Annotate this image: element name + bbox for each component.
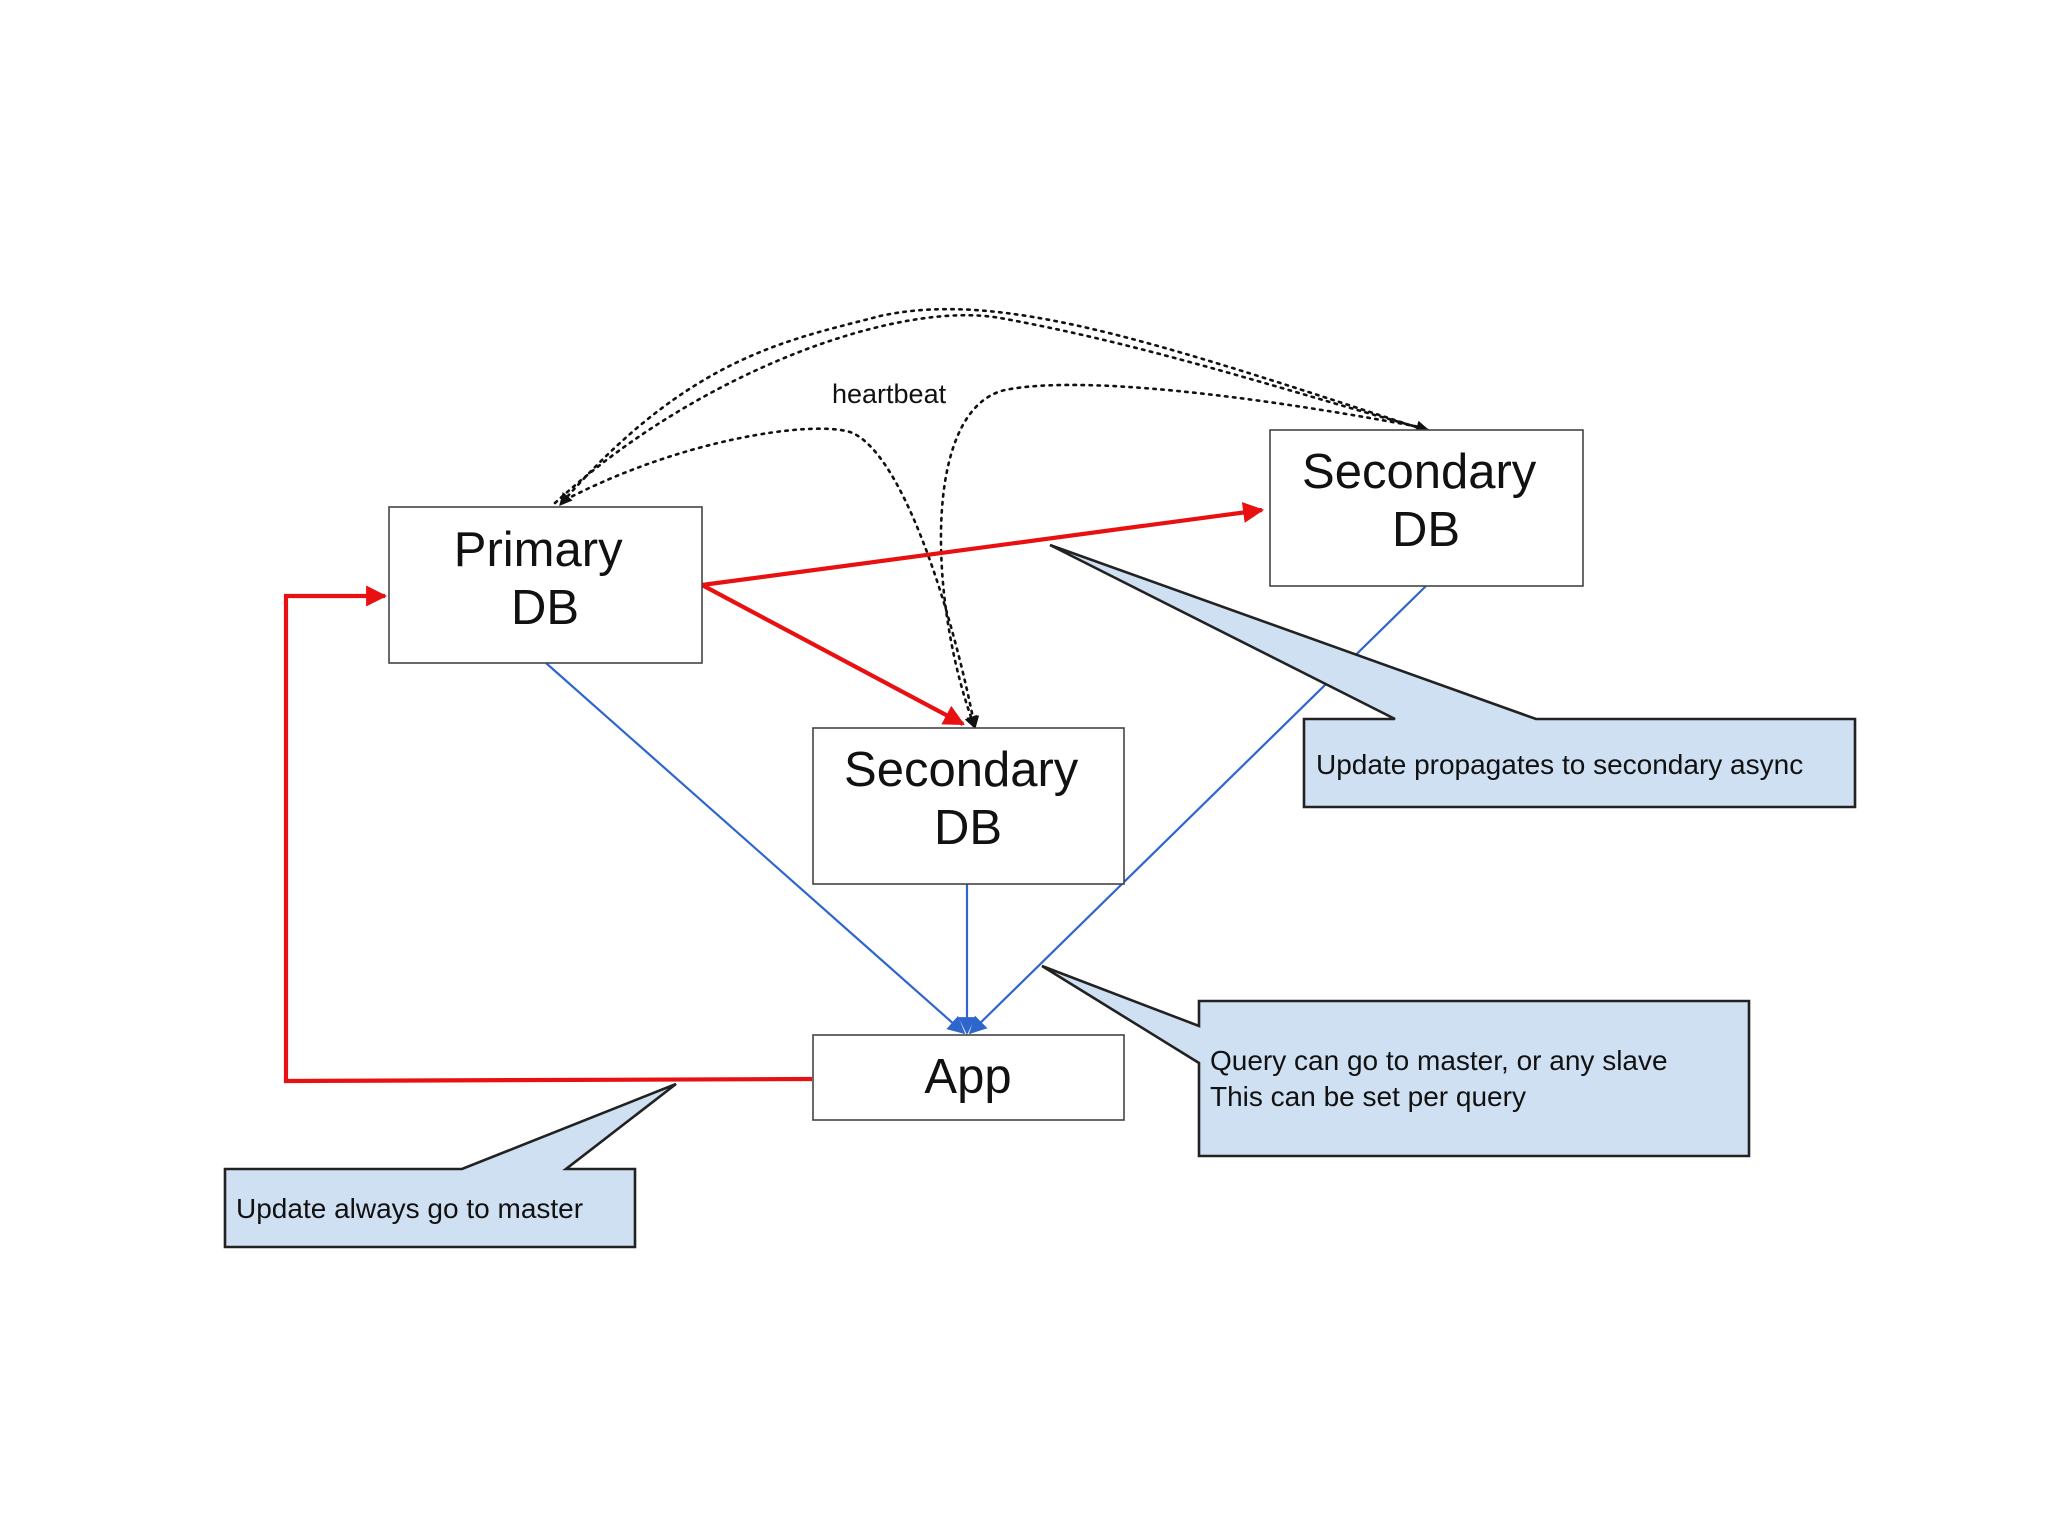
heartbeat-label: heartbeat [832,379,947,409]
read-arrow-primary-to-app [545,662,966,1035]
callout-query-text: Query can go to master, or any slave Thi… [1210,1045,1675,1112]
callout-query-line-1: Query can go to master, or any slave [1210,1045,1668,1076]
callout-update-text: Update always go to master [236,1193,583,1224]
node-secondary-db-middle-box [812,727,1125,885]
callout-propagate-line-1: Update propagates to secondary async [1316,749,1803,780]
callout-update-shape [223,1082,677,1249]
heartbeat-arrow-primary-to-secondary-top [553,313,1430,505]
update-arrow-app-to-primary [283,585,813,1084]
callout-propagate: Update propagates to secondary async [1049,543,1857,809]
update-arrow-primary-to-secondary-mid [701,583,965,726]
update-arrows [283,502,1265,1084]
node-primary-db-line-1: Primary [454,523,623,577]
node-secondary-db-top-label: Secondary DB [1302,445,1550,557]
node-secondary-db-middle-line-1: Secondary [844,743,1079,797]
node-primary-db-label: Primary DB [454,523,636,635]
node-app-box [812,1034,1125,1121]
heartbeat-arrows: heartbeat [553,307,1430,730]
callout-query: Query can go to master, or any slave Thi… [1041,964,1751,1158]
callout-query-line-2: This can be set per query [1210,1081,1526,1112]
callout-query-shape [1041,964,1751,1158]
callout-update-line-1: Update always go to master [236,1193,583,1224]
node-secondary-db-top-box [1269,429,1584,587]
node-primary-db-line-2: DB [511,581,579,635]
node-primary-db[interactable]: Primary DB [388,506,703,664]
node-secondary-db-top-line-2: DB [1392,503,1460,557]
heartbeat-arrow-primary-to-secondary-mid [563,427,980,730]
node-secondary-db-top[interactable]: Secondary DB [1269,429,1584,587]
node-app-line-1: App [924,1050,1011,1104]
node-primary-db-box [388,506,703,664]
node-secondary-db-middle-line-2: DB [934,801,1002,855]
callout-propagate-shape [1049,543,1857,809]
heartbeat-arrow-secondary-top-to-primary [558,307,1427,507]
update-arrow-primary-to-secondary-top [701,502,1265,588]
node-secondary-db-middle-label: Secondary DB [844,743,1092,855]
node-secondary-db-top-line-1: Secondary [1302,445,1537,499]
callout-update: Update always go to master [223,1082,677,1249]
heartbeat-arrow-secondary-top-to-secondary-mid [939,383,1427,730]
callout-propagate-text: Update propagates to secondary async [1316,749,1803,780]
node-secondary-db-middle[interactable]: Secondary DB [812,727,1125,885]
node-app-label: App [924,1050,1011,1104]
node-app[interactable]: App [812,1034,1125,1121]
